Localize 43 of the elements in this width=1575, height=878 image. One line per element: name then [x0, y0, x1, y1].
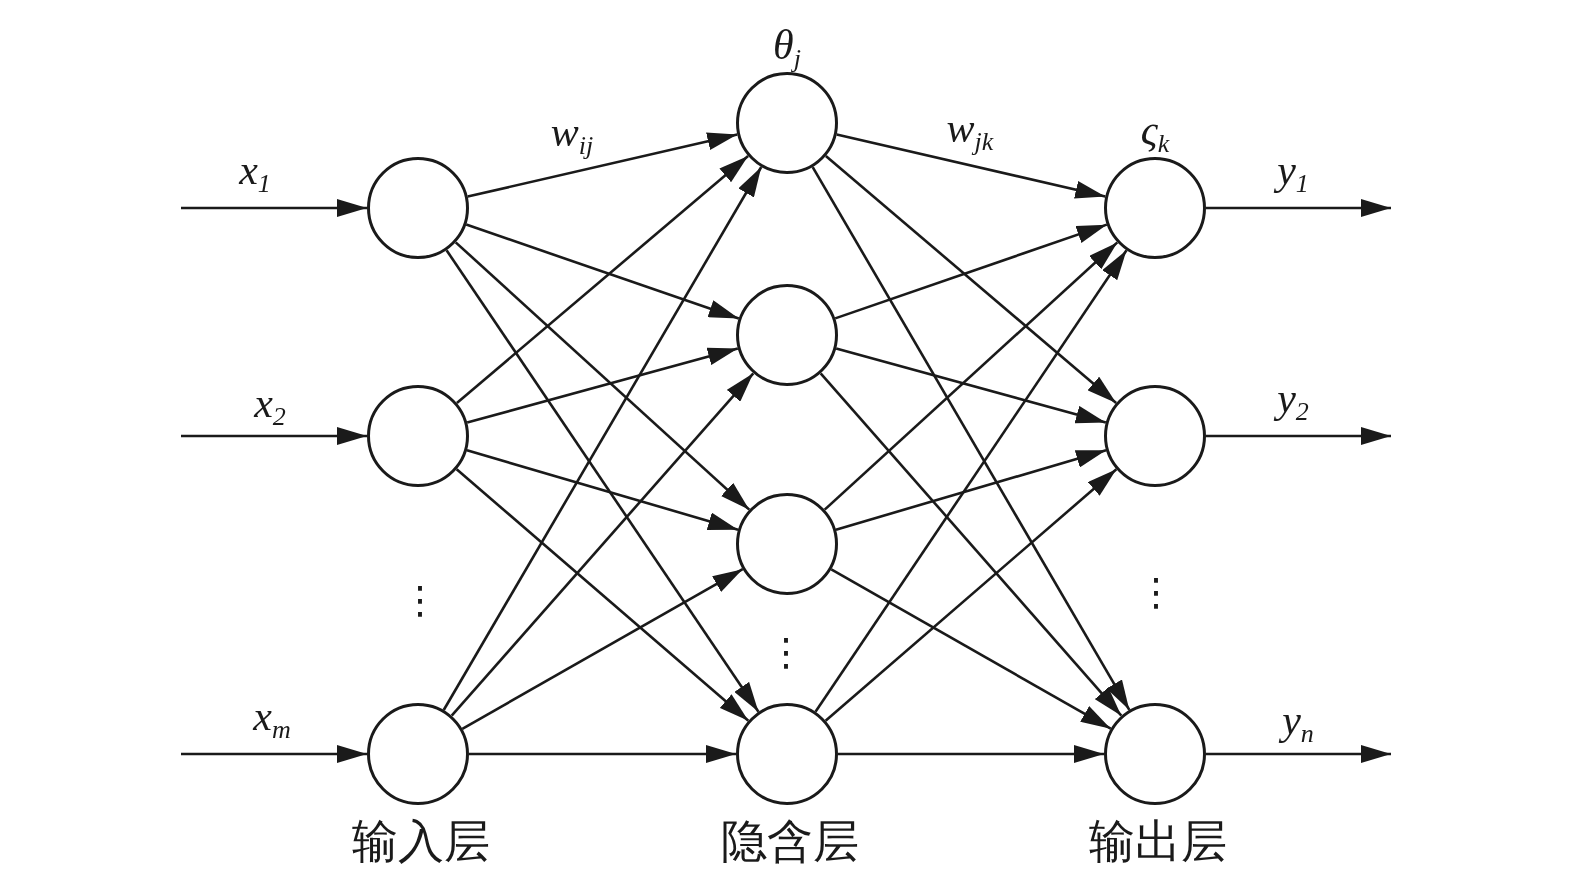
- arrow: [824, 468, 1118, 722]
- arrow: [825, 155, 1117, 404]
- arrow: [1206, 745, 1391, 763]
- arrow: [823, 241, 1119, 511]
- arrow: [454, 241, 751, 511]
- arrow: [466, 347, 739, 424]
- arrow: [811, 166, 1131, 711]
- arrow: [834, 223, 1108, 320]
- node-caption: ς$_{k}$: [1139, 106, 1171, 154]
- edge-label: y$_{2}$: [1275, 374, 1311, 422]
- layer-label: 输入层: [352, 816, 490, 868]
- layer-label: 隐含层: [721, 816, 859, 868]
- arrow: [1206, 199, 1391, 217]
- arrow: [835, 347, 1107, 424]
- arrow: [181, 427, 367, 445]
- edge-label: x$_{2}$: [252, 379, 287, 427]
- arrow: [836, 133, 1106, 199]
- arrow: [1206, 427, 1391, 445]
- arrow: [442, 166, 763, 711]
- vertical-ellipsis: ⋮: [401, 581, 439, 619]
- arrow: [469, 745, 736, 763]
- edge-label: y$_{n}$: [1280, 696, 1316, 744]
- arrow: [819, 372, 1123, 717]
- arrow: [835, 449, 1107, 531]
- arrow: [466, 449, 739, 531]
- arrow: [181, 199, 367, 217]
- arrow: [455, 468, 750, 722]
- arrow: [814, 249, 1128, 713]
- vertical-ellipsis: ⋮: [1137, 573, 1175, 611]
- arrow: [461, 568, 744, 730]
- edge-label: y$_{1}$: [1275, 146, 1311, 194]
- arrow: [830, 568, 1112, 730]
- layer-label: 输出层: [1089, 816, 1227, 868]
- arrow: [838, 745, 1104, 763]
- arrow: [445, 249, 760, 713]
- arrow: [181, 745, 367, 763]
- edge-label: x$_{1}$: [237, 146, 272, 194]
- edge-label: x$_{m}$: [251, 692, 292, 740]
- arrow: [450, 372, 755, 717]
- arrow: [467, 132, 738, 198]
- arrow: [465, 223, 740, 320]
- arrow: [456, 155, 749, 404]
- vertical-ellipsis: ⋮: [767, 633, 805, 671]
